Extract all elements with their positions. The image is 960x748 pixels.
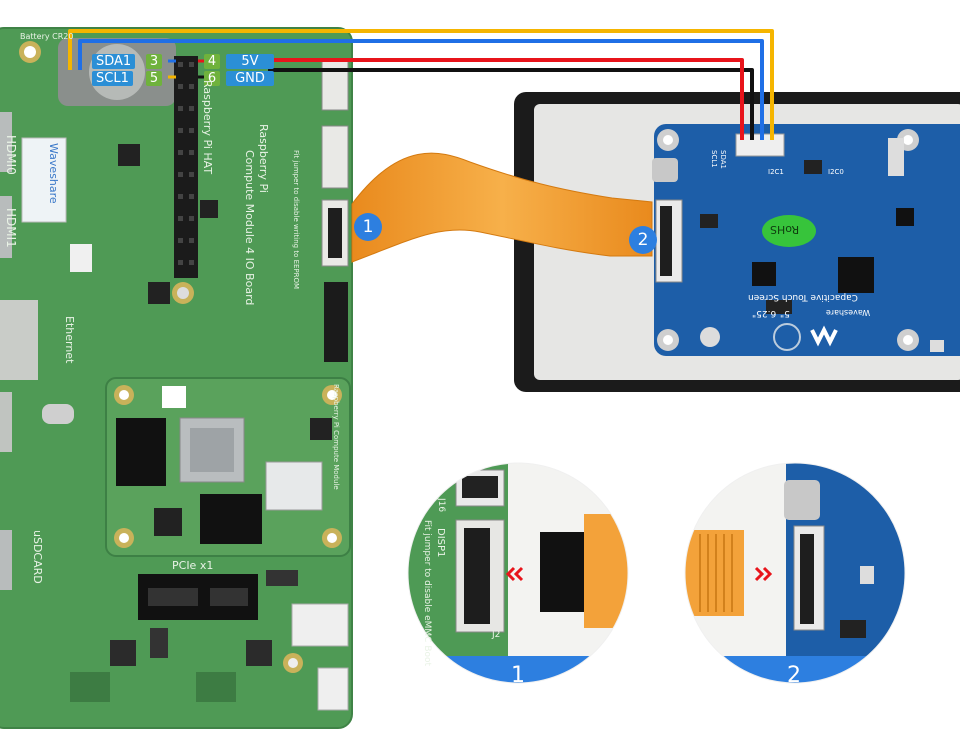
pin-number-4: 4 [204,54,220,69]
cm4-note: Raspberry Pi Compute Module [332,384,340,490]
detail-circle-2 [685,463,905,683]
step-badge-2: 2 [629,226,657,254]
battery-label: Battery CR20 [20,32,74,41]
pin-number-3: 3 [146,54,162,69]
hdmi1-label: HDMI1 [4,208,18,248]
touch-controller-chip [838,257,874,293]
cm4-module [105,377,351,557]
blue-wire [78,39,764,140]
waveshare-sticker-label: Waveshare [47,143,60,204]
step-caption-1: 1 [511,663,525,688]
driver-pin-scl1: SCL1 [710,150,718,168]
board-name-line2: Compute Module 4 IO Board [243,150,256,306]
i2c1-label: I2C1 [768,168,784,176]
flex-cable [351,152,653,263]
touch-screen-label: Capacitive Touch Screen [748,292,858,302]
j16-label: J16 [436,498,446,513]
step-badge-1: 1 [354,213,382,241]
driver-pin-sda1: SDA1 [719,150,727,169]
eeprom-note: Fit jumper to disable writing to EEPROM [292,150,300,290]
ethernet-label: Ethernet [63,316,76,364]
pin-label-gnd: GND [226,71,274,86]
pin-label-scl1: SCL1 [92,71,133,86]
i2c0-label: I2C0 [828,168,844,176]
disp1-label: DISP1 [435,528,446,558]
j2-label: J2 [492,630,501,640]
hdmi0-label: HDMI0 [4,135,18,175]
step-caption-2: 2 [787,663,801,688]
red-wire [268,58,744,140]
size-5: 5" [780,308,790,318]
pcie-label: PCIe x1 [172,559,214,572]
rohs-label: RoHS [770,223,800,236]
pin-label-sda1: SDA1 [92,54,136,69]
board-name-line1: Raspberry Pi [257,124,270,193]
pin-number-6: 6 [204,71,220,86]
pin-number-5: 5 [146,71,162,86]
yellow-wire [68,29,774,140]
gpio-header [174,56,198,278]
rpi-hat-label: Raspberry Pi HAT [201,80,214,175]
size-6-25: 6.25" [752,308,777,318]
black-wire [268,68,754,140]
pin-label-5v: 5V [226,54,274,69]
emmc-note: Fit jumper to disable eMMC Boot [422,520,432,667]
usdcard-label: uSDCARD [31,530,44,584]
wires [68,29,774,140]
waveshare-brand-label: Waveshare [826,308,871,317]
driver-board [652,124,960,356]
